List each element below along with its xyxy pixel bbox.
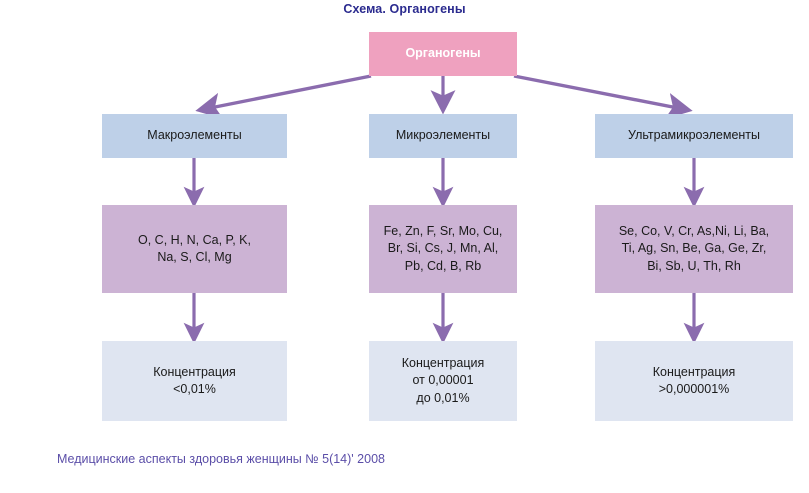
node-group-ultramicroelements[interactable]: Ультрамикроэлементы (595, 114, 793, 158)
arrow-root-to-ultra (513, 74, 693, 119)
node-root-organogeny[interactable]: Органогены (369, 32, 517, 76)
node-concentration-macroelements[interactable]: Концентрация <0,01% (102, 341, 287, 421)
node-group-microelements[interactable]: Микроэлементы (369, 114, 517, 158)
page-title: Схема. Органогены (343, 2, 466, 16)
node-elements-ultramicroelements[interactable]: Se, Co, V, Cr, As,Ni, Li, Ba, Ti, Ag, Sn… (595, 205, 793, 293)
node-elements-microelements[interactable]: Fe, Zn, F, Sr, Mo, Cu, Br, Si, Cs, J, Mn… (369, 205, 517, 293)
footer-caption: Медицинские аспекты здоровья женщины № 5… (57, 452, 385, 466)
node-group-macroelements[interactable]: Макроэлементы (102, 114, 287, 158)
node-concentration-ultramicroelements[interactable]: Концентрация >0,000001% (595, 341, 793, 421)
node-elements-macroelements[interactable]: O, C, H, N, Ca, P, K, Na, S, Cl, Mg (102, 205, 287, 293)
arrow-root-to-macro (195, 74, 372, 119)
node-concentration-microelements[interactable]: Концентрация от 0,00001 до 0,01% (369, 341, 517, 421)
